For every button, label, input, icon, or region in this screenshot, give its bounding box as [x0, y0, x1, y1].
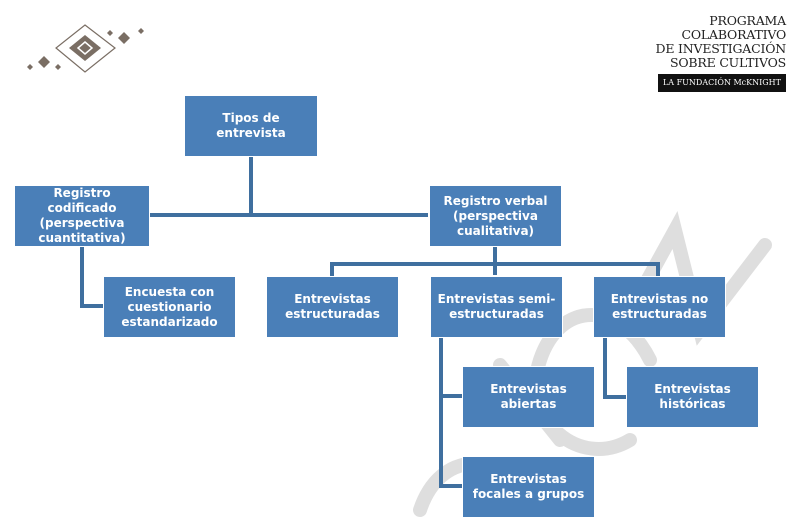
node-label: Encuesta con cuestionario estandarizado	[121, 284, 218, 329]
node-label: Registro verbal (perspectiva cualitativa…	[443, 193, 548, 238]
node-label: Registro codificado (perspectiva cuantit…	[38, 186, 126, 245]
program-brand: PROGRAMA COLABORATIVO DE INVESTIGACIÓN S…	[655, 13, 787, 92]
node-label: Entrevistas históricas	[654, 382, 731, 411]
diamond-pattern-logo	[27, 24, 144, 73]
brand-line: COLABORATIVO	[681, 27, 787, 42]
node-historical-interviews: Entrevistas históricas	[627, 367, 758, 427]
node-coded-record: Registro codificado (perspectiva cuantit…	[15, 186, 149, 246]
node-label: Entrevistas focales a grupos	[472, 472, 585, 501]
connector-no-historical	[603, 337, 626, 399]
node-structured-interviews: Entrevistas estructuradas	[267, 277, 398, 337]
node-standardized-survey: Encuesta con cuestionario estandarizado	[104, 277, 235, 337]
node-label: Entrevistas semi-estructuradas	[437, 292, 556, 321]
connector-semi-children	[439, 337, 462, 488]
connector-coded-survey	[80, 247, 103, 308]
node-semi-structured-interviews: Entrevistas semi-estructuradas	[431, 277, 562, 337]
node-label: Entrevistas abiertas	[490, 382, 567, 411]
brand-line: SOBRE CULTIVOS	[670, 55, 786, 70]
node-label: Entrevistas estructuradas	[285, 292, 380, 321]
node-label: Tipos de entrevista	[216, 111, 286, 140]
connector-level2-bar	[330, 262, 660, 277]
brand-line: DE INVESTIGACIÓN	[655, 41, 787, 56]
node-verbal-record: Registro verbal (perspectiva cualitativa…	[430, 186, 561, 246]
node-label: Entrevistas no estructuradas	[610, 292, 709, 321]
node-focus-group-interviews: Entrevistas focales a grupos	[463, 457, 594, 517]
node-interview-types: Tipos de entrevista	[185, 96, 317, 156]
node-open-interviews: Entrevistas abiertas	[463, 367, 594, 427]
node-unstructured-interviews: Entrevistas no estructuradas	[594, 277, 725, 337]
foundation-badge: LA FUNDACIÓN McKNIGHT	[657, 74, 786, 92]
brand-line: PROGRAMA	[709, 13, 786, 28]
